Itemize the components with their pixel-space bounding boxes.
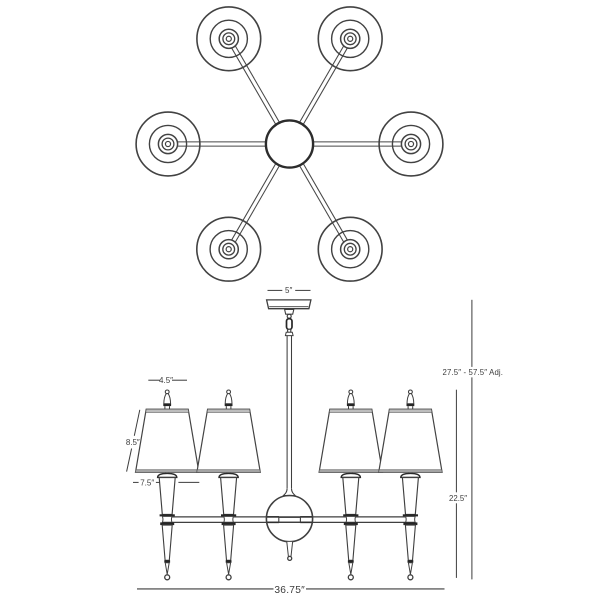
svg-text:36.75″: 36.75″ bbox=[274, 585, 305, 596]
svg-text:7.5″: 7.5″ bbox=[140, 478, 154, 487]
svg-text:5″: 5″ bbox=[285, 286, 292, 295]
svg-text:27.5″ - 57.5″ Adj.: 27.5″ - 57.5″ Adj. bbox=[442, 368, 503, 377]
svg-text:8.5″: 8.5″ bbox=[126, 438, 140, 447]
svg-text:4.5″: 4.5″ bbox=[159, 376, 173, 385]
svg-text:22.5″: 22.5″ bbox=[449, 494, 467, 503]
